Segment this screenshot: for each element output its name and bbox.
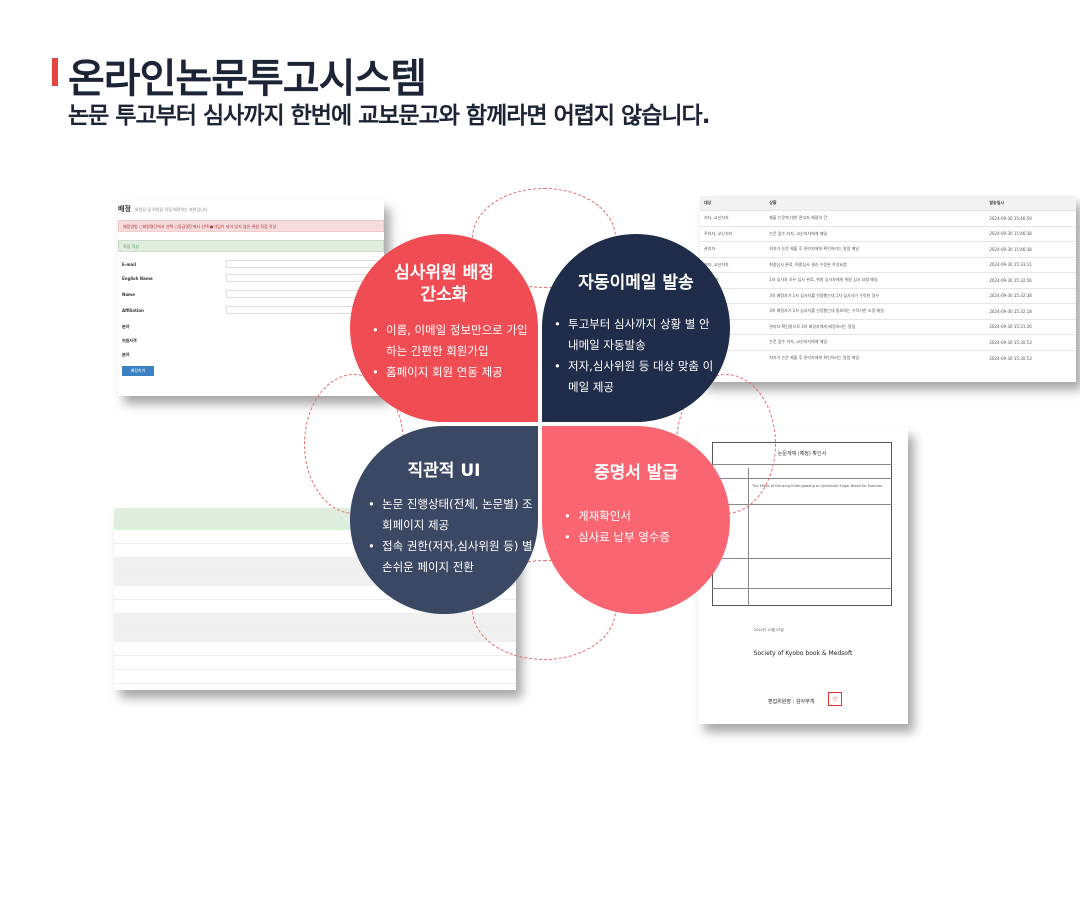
certificate-divider: [712, 504, 892, 505]
field-label: E-mail: [122, 262, 137, 267]
field-label: 분야: [122, 324, 130, 329]
feature-title: 직관적 UI: [407, 461, 481, 481]
assign-method-alert: 배정방법 ○회원명단에서 선택 ○등급명단에서 선택 ●가입이 되어 있지 않은…: [118, 220, 384, 232]
society-name: Society of Kyobo book & Medsoft: [753, 650, 853, 657]
progress-row: [114, 614, 516, 628]
certificate-divider: [712, 588, 892, 589]
field-label: Affiliation: [122, 308, 144, 313]
feature-item: 접속 권한(저자,심사위원 등) 별 손쉬운 페이지 전환: [368, 536, 534, 578]
field-label: Name: [122, 292, 135, 297]
progress-row: [114, 586, 516, 600]
progress-row: [114, 628, 516, 642]
table-row: 심사위원3차 예정자가 1차 심사자를 선정했는데 1차 심사자가 수락한 경우…: [700, 287, 1076, 304]
progress-row: [114, 642, 516, 656]
feature-list: 논문 진행상태(전체, 논문별) 조회페이지 제공 접속 권한(저자,심사위원 …: [368, 494, 534, 578]
feature-item: 이름, 이메일 정보만으로 가입하는 간편한 회원가입: [372, 320, 532, 362]
certificate-divider: [712, 464, 892, 465]
feature-auto-email: 자동이메일 발송 투고부터 심사까지 상황 별 안내메일 자동발송 저자,심사위…: [542, 234, 730, 422]
official-seal: 인: [828, 692, 842, 706]
column-header: 대상: [700, 196, 766, 211]
paper-title-value: The Effect of Drinking Kratingdaeng to O…: [752, 484, 883, 488]
editor-signature: 편집위원장 : 김아무개: [768, 699, 815, 705]
feature-title: 자동이메일 발송: [578, 273, 694, 293]
field-label: 분야: [122, 352, 130, 357]
column-header: 발송일시: [985, 196, 1076, 211]
table-row: 심사위원3차 예정자가 1차 심사자를 선정했는데 통보하는 수락기한 조정 메…: [700, 303, 1076, 319]
feature-list: 투고부터 심사까지 상황 별 안내메일 자동발송 저자,심사위원 등 대상 맞춤…: [554, 314, 714, 398]
feature-item: 게재확인서: [564, 506, 714, 527]
title-accent-bar: [52, 58, 58, 86]
certificate-divider: [748, 468, 749, 606]
certificate-divider: [712, 558, 892, 559]
progress-row: [114, 530, 516, 544]
page-title: 온라인논문투고시스템: [68, 56, 427, 102]
table-row: 관리자관리자 확인용으로 3차 배정자에게 배정하라는 알림2024-09-30…: [700, 318, 1076, 335]
feature-list: 게재확인서 심사료 납부 영수증: [564, 506, 714, 548]
feature-item: 저자,심사위원 등 대상 맞춤 이메일 제공: [554, 356, 714, 398]
feature-certificates: 증명서 발급 게재확인서 심사료 납부 영수증: [542, 426, 730, 614]
feature-item: 논문 진행상태(전체, 논문별) 조회페이지 제공: [368, 494, 534, 536]
progress-row: [114, 670, 516, 684]
feature-item: 심사료 납부 영수증: [564, 527, 714, 548]
certificate-date: 2024년 10월 23일: [754, 628, 784, 632]
progress-row: [114, 656, 516, 670]
field-label: English Name: [122, 276, 153, 281]
feature-list: 이름, 이메일 정보만으로 가입하는 간편한 회원가입 홈페이지 회원 연동 제…: [372, 320, 532, 383]
column-header: 상황: [765, 196, 986, 211]
page-subtitle: 논문 투고부터 심사까지 한번에 교보문고와 함께라면 어렵지 않습니다.: [68, 103, 710, 129]
feature-intuitive-ui: 직관적 UI 논문 진행상태(전체, 논문별) 조회페이지 제공 접속 권한(저…: [350, 426, 538, 614]
feature-title: 증명서 발급: [593, 463, 679, 483]
certificate-divider: [712, 478, 892, 479]
feature-item: 투고부터 심사까지 상황 별 안내메일 자동발송: [554, 314, 714, 356]
feature-item: 홈페이지 회원 연동 제공: [372, 362, 532, 383]
progress-row: [114, 600, 516, 614]
field-label: 위원자격: [122, 338, 137, 343]
table-row: 심사위원1차 심사자 모두 심사 완료, 위원 심사자에게 위원 심사 요청 메…: [700, 272, 1076, 288]
progress-row: [114, 544, 516, 558]
assign-section-bar: 직접 작성: [118, 240, 384, 252]
assign-button: 배정하기: [122, 366, 154, 376]
certificate-title: 논문게재 (예정) 확인서: [777, 451, 827, 457]
